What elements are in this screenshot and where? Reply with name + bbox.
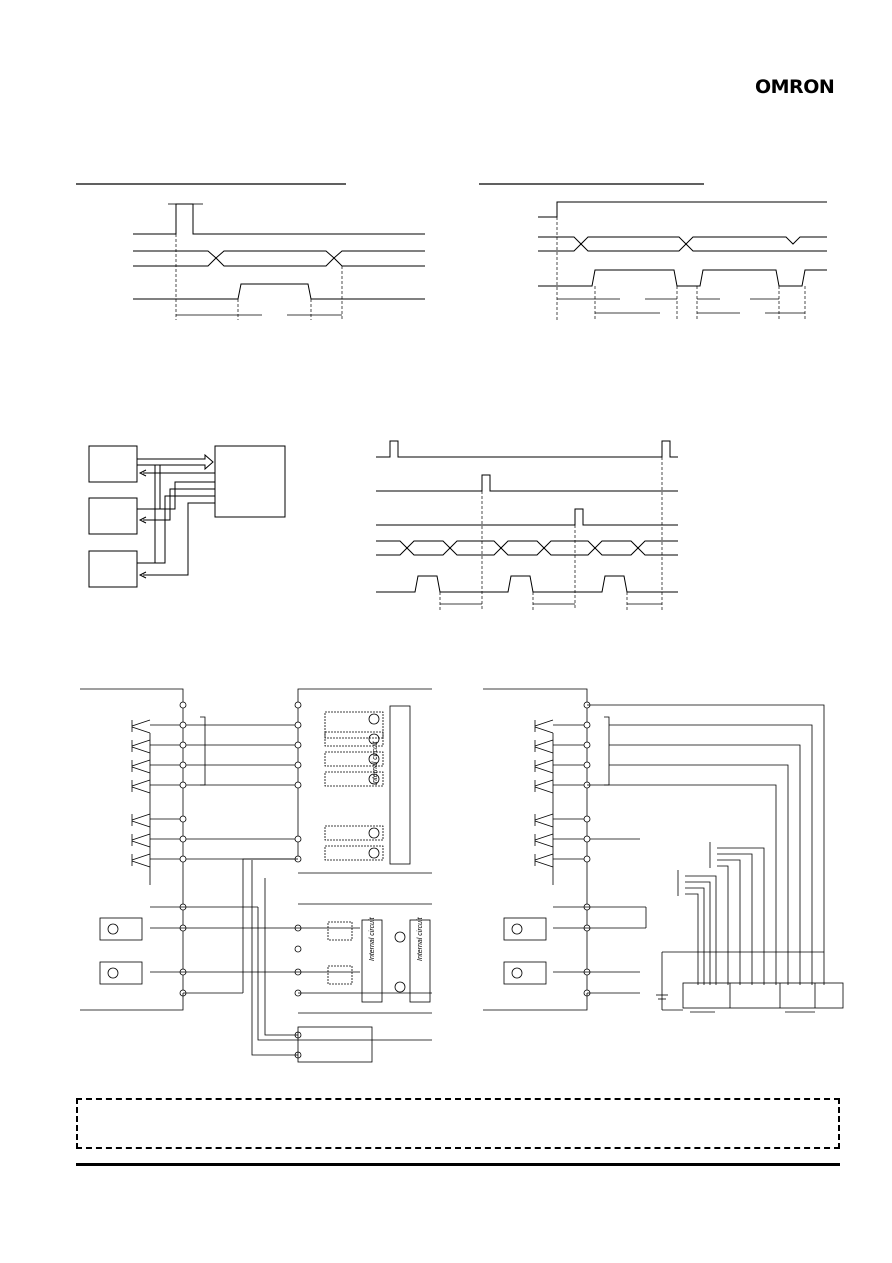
data-bus-bottom bbox=[538, 243, 827, 252]
bus-bottom bbox=[376, 547, 678, 556]
internal-circuit-box-2 bbox=[361, 919, 383, 1003]
footer-rule bbox=[76, 1163, 840, 1166]
unit-box-1 bbox=[88, 445, 138, 483]
bus-top bbox=[376, 540, 678, 549]
select-2-signal bbox=[376, 508, 678, 526]
data-bus-top bbox=[538, 236, 827, 245]
timing-chart-1 bbox=[133, 203, 425, 320]
data-bus-bottom bbox=[133, 257, 425, 267]
internal-circuit-label-2: Internal circuit bbox=[369, 916, 376, 961]
output-transistors bbox=[534, 719, 554, 885]
plc-input-module bbox=[682, 982, 844, 1009]
wiring-diagram-right bbox=[483, 688, 844, 1013]
internal-circuit-label-1: Internal circuit bbox=[372, 740, 379, 785]
ack-signal bbox=[376, 575, 678, 593]
timing-chart-2 bbox=[538, 201, 827, 320]
logo-text: OMRON bbox=[755, 76, 835, 98]
block-diagram bbox=[88, 445, 286, 588]
internal-circuit-label-3: Internal circuit bbox=[417, 916, 424, 961]
strobe-signal bbox=[133, 203, 425, 235]
wiring-diagram-left: Internal circuit Internal circuit Intern… bbox=[80, 688, 432, 1063]
output-signal bbox=[133, 283, 425, 300]
enable-signal bbox=[538, 201, 827, 218]
output-signal bbox=[538, 269, 827, 287]
internal-circuit-box-3 bbox=[409, 919, 431, 1003]
external-supply-box bbox=[297, 1026, 373, 1063]
terminals bbox=[179, 701, 302, 1059]
timing-chart-3 bbox=[376, 440, 678, 610]
internal-circuit-box-1 bbox=[389, 705, 411, 865]
controller-box bbox=[214, 445, 286, 518]
unit-box-2 bbox=[88, 497, 138, 535]
note-box bbox=[76, 1098, 840, 1149]
select-1-signal bbox=[376, 474, 678, 492]
trigger-signal bbox=[376, 440, 678, 458]
unit-box-3 bbox=[88, 550, 138, 588]
data-bus-top bbox=[133, 250, 425, 259]
omron-logo: OMRON bbox=[755, 76, 835, 98]
output-transistors bbox=[131, 719, 151, 885]
opto-inputs bbox=[324, 711, 384, 861]
